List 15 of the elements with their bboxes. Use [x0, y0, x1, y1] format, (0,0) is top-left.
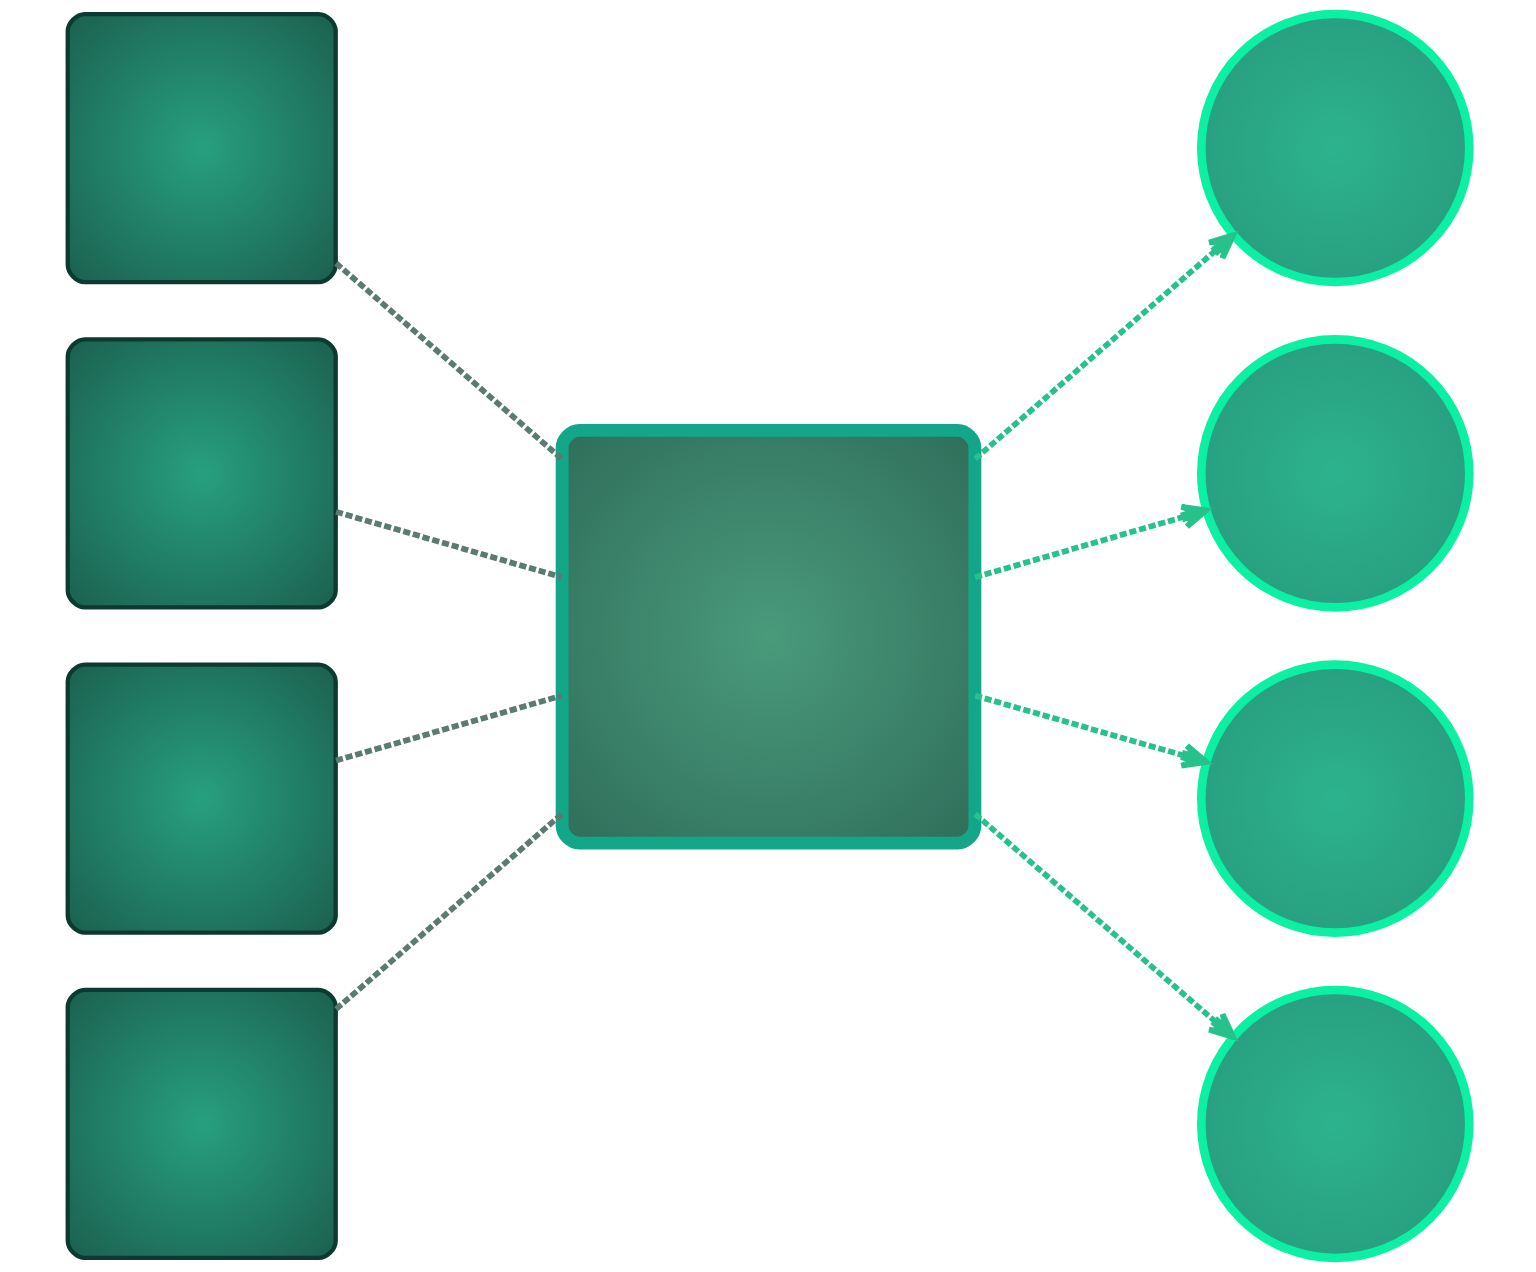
- connector: [334, 692, 562, 764]
- connector: [333, 261, 564, 461]
- arrow: [972, 811, 1236, 1040]
- node-circle: [1196, 660, 1474, 937]
- node-box: [65, 11, 338, 285]
- arrow: [972, 232, 1236, 462]
- node-circle: [1196, 985, 1474, 1263]
- node-circle: [1196, 335, 1474, 612]
- node-box: [65, 987, 338, 1261]
- node-circle: [1196, 9, 1474, 287]
- node-box: [555, 423, 981, 850]
- connector: [334, 509, 562, 580]
- connector: [333, 812, 564, 1012]
- node-box: [65, 662, 338, 935]
- node-box: [65, 337, 338, 610]
